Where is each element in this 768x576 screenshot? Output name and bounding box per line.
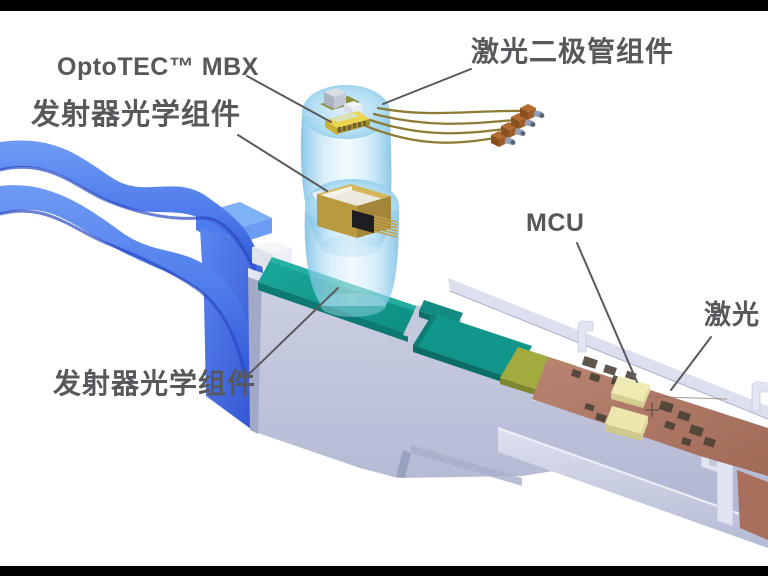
copper-pcb — [532, 356, 768, 540]
mcu-chip — [611, 376, 650, 408]
optotec-tec-assembly — [320, 88, 370, 135]
fiber-ribbon-upper — [0, 140, 258, 275]
transmitter-optics-block-2 — [413, 313, 532, 386]
leader-tx-optics-bottom — [245, 287, 339, 378]
fiber-ribbon-lower — [0, 185, 252, 383]
letterbox-bar-bottom — [0, 566, 768, 576]
leader-mcu — [576, 242, 638, 383]
transmitter-optics-label-bottom: 发射器光学组件 — [53, 368, 257, 399]
laser-diode-assemblies — [491, 104, 545, 147]
transmitter-optics-label-top: 发射器光学组件 — [31, 99, 242, 131]
laser-diode-assembly-label: 激光二极管组件 — [471, 36, 675, 67]
mcu-label: MCU — [526, 209, 585, 237]
laser-label-truncated: 激光 — [704, 300, 760, 330]
diode-wires — [364, 106, 526, 144]
leader-optotec — [246, 75, 332, 123]
leader-lines — [237, 68, 712, 391]
letterbox-bar-top — [0, 0, 768, 11]
leader-laser-diode — [382, 68, 472, 105]
optotec-mbx-label: OptoTEC™ MBX — [57, 53, 259, 81]
laser-chip — [605, 406, 648, 441]
transmitter-optics-package — [312, 184, 398, 238]
leader-tx-optics-top — [237, 134, 328, 192]
leader-laser — [670, 336, 712, 391]
